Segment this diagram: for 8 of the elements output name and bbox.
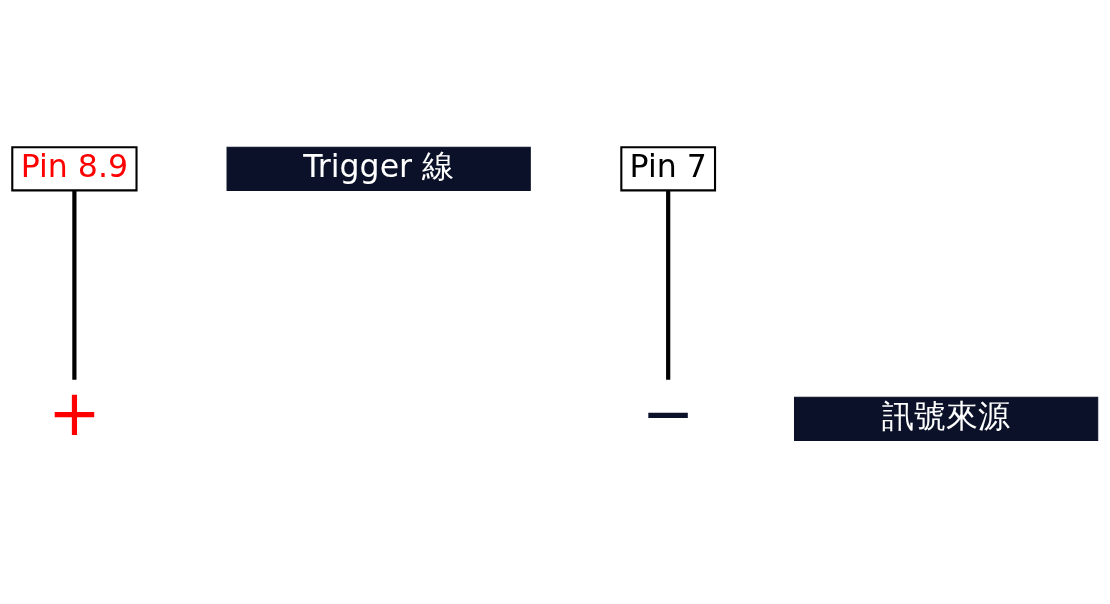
- node-text: −: [641, 375, 695, 450]
- node-box: 訊號來源: [794, 396, 1099, 441]
- node-box: Pin 8.9: [11, 145, 138, 191]
- node-box: Pin 7: [620, 145, 717, 191]
- connector: [72, 190, 77, 380]
- connector: [666, 190, 671, 380]
- node-box: Trigger 線: [226, 146, 531, 191]
- node-text: +: [47, 375, 101, 450]
